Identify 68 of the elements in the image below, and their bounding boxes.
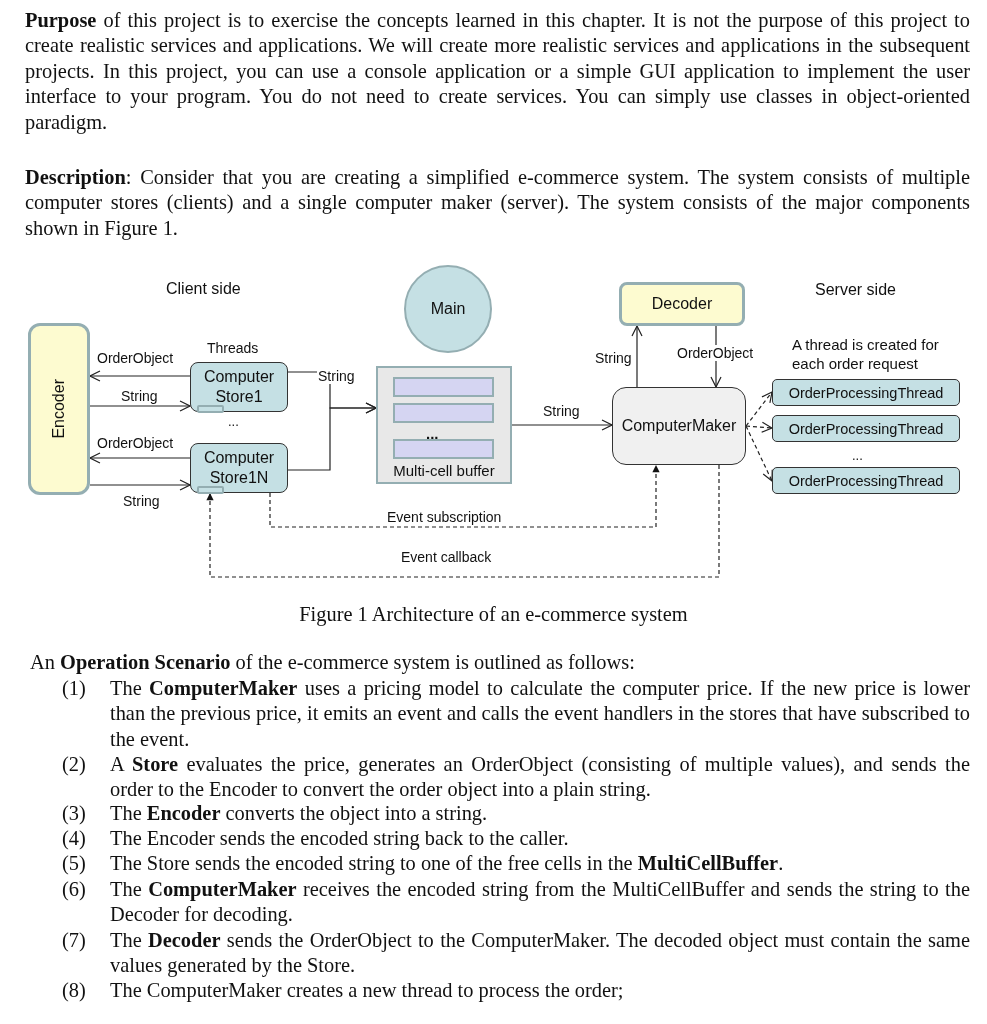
arrow [89,479,191,491]
side-heading: Server side [815,280,896,300]
dashed-arrow [745,425,773,482]
list-item: A Store evaluates the price, generates an OrderObject (consisting of multiple values), and sends the order to the Encoder to convert the order object into a plain string. [110,752,970,803]
paragraph: Purpose of this project is to exercise the concepts learned in this chapter. It is not the purpose of this project to create realistic services and applications. We will create more realistic services and applications in the subsequent projects. In this project, you can use a console application or a simple GUI application to implement the user interface to your program. You do not need to create services. You can simply use classes in object-oriented paradigm. [25,8,970,136]
list-item: The Encoder converts the object into a string. [110,801,489,827]
arrow [89,452,191,464]
list-number: (6) [62,877,86,902]
thread-box [772,415,960,442]
encoder-box [28,323,90,495]
node-label: OrderProcessingThread [788,383,944,403]
arrow [287,402,377,471]
ellipsis: ... [852,447,863,465]
edge-label: OrderObject [96,350,175,366]
list-number: (3) [62,801,86,826]
node-label: Main [430,299,466,319]
store-box [190,443,288,493]
edge-label: Event callback [400,549,493,565]
list-item: The ComputerMaker uses a pricing model to calculate the computer price. If the new price is lower than the previous price, it emits an event and calls the event handlers in the stores that have subscribed to the event. [110,676,970,752]
thread-box [772,467,960,494]
list-item: The ComputerMaker creates a new thread to process the order; [110,978,625,1004]
list-number: (8) [62,978,86,1003]
list-number: (7) [62,928,86,953]
node-label: Encoder [49,379,68,439]
list-item: The Store sends the encoded string to one of the free cells in the MultiCellBuffer. [110,851,785,877]
paragraph: An Operation Scenario of the e-commerce system is outlined as follows: [30,650,636,676]
ellipsis: ... [228,413,239,431]
edge-label: OrderObject [96,435,175,451]
node-label: Decoder [651,294,713,314]
group-label: Threads [207,340,259,356]
list-number: (5) [62,851,86,876]
list-item: The Encoder sends the encoded string back to the caller. [110,826,570,852]
arrow [89,400,191,412]
node-label: Computer Store1N [202,448,276,488]
dashed-arrow [745,421,773,433]
node-label: OrderProcessingThread [788,471,944,491]
note-text: A thread is created for each order request [792,335,940,373]
paragraph: Description: Consider that you are creating a simplified e-commerce system. The system consists of multiple computer stores (clients) and a single computer maker (server). The system consists of the major components shown in Figure 1. [25,165,970,242]
dashed-arrow [269,464,660,528]
arrow [89,370,191,382]
decoder-box [619,282,745,326]
side-heading: Client side [166,279,241,299]
edge-label: String [122,493,161,509]
thread-box [772,379,960,406]
arrow [511,419,613,431]
node-label: ComputerMaker [621,416,737,436]
figure-caption: Figure 1 Architecture of an e-commerce system [298,602,689,628]
node-label: OrderProcessingThread [788,419,944,439]
list-number: (2) [62,752,86,777]
dashed-arrow [206,464,720,578]
list-item: The ComputerMaker receives the encoded string from the MultiCellBuffer and sends the string to the Decoder for decoding. [110,877,970,928]
list-item: The Decoder sends the OrderObject to the ComputerMaker. The decoded object must contain the same values generated by the Store. [110,928,970,979]
buffer-box [376,366,512,484]
dashed-arrow [745,391,773,427]
list-number: (1) [62,676,86,701]
edge-label: Event subscription [386,509,503,525]
node-label: Multi-cell buffer [393,461,495,481]
ellipsis: ... [426,424,439,444]
edge-label: String [317,368,356,384]
node-label: Computer Store1 [202,367,276,407]
list-number: (4) [62,826,86,851]
edge-label: OrderObject [676,345,755,361]
arrow [631,325,643,388]
edge-label: String [120,388,159,404]
computer-maker-box [612,387,746,465]
store-box [190,362,288,412]
edge-label: String [594,350,633,366]
edge-label: String [542,403,581,419]
